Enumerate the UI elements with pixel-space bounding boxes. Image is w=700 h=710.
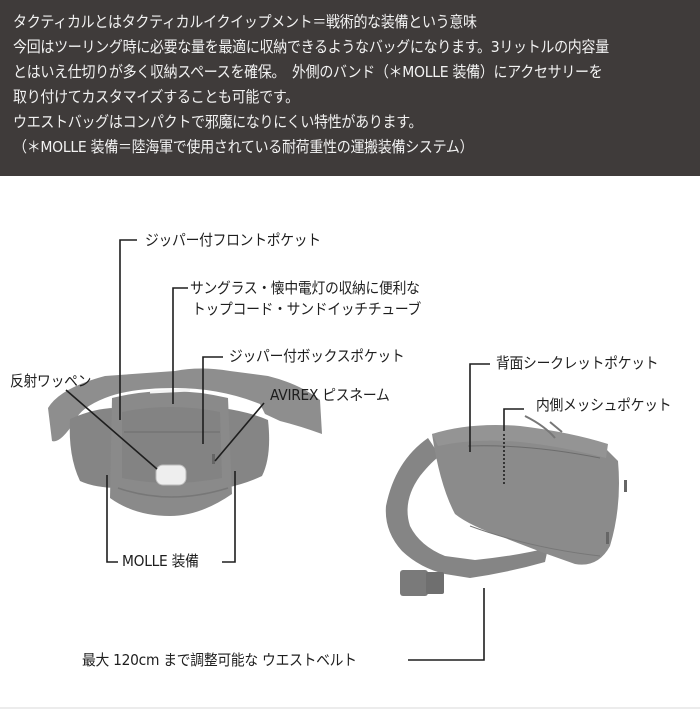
label-reflective-patch: 反射ワッペン (10, 372, 92, 390)
description-line-3: とはいえ仕切りが多く収納スペースを確保。 外側のバンド（＊MOLLE 装備）にア… (13, 63, 603, 81)
label-waist-belt: 最大 120cm まで調整可能な ウエストベルト (82, 651, 357, 669)
label-zipper-box-pocket: ジッパー付ボックスポケット (229, 347, 405, 365)
bottom-divider (0, 707, 700, 709)
label-avirex-name: AVIREX ピスネーム (270, 386, 390, 404)
label-zipper-front-pocket: ジッパー付フロントポケット (145, 231, 321, 249)
label-top-cord-line2: トップコード・サンドイッチチューブ (192, 300, 422, 318)
label-inner-mesh-pocket: 内側メッシュポケット (536, 396, 672, 414)
label-back-secret-pocket: 背面シークレットポケット (496, 354, 659, 372)
description-line-1: タクティカルとはタクティカルイクイップメント＝戦術的な装備という意味 (13, 13, 477, 31)
label-molle: MOLLE 装備 (122, 552, 199, 570)
product-description: タクティカルとはタクティカルイクイップメント＝戦術的な装備という意味 今回はツー… (0, 0, 700, 176)
back-leader-lines (408, 363, 524, 661)
front-leader-lines (65, 239, 265, 563)
front-bag-image (48, 368, 322, 516)
label-top-cord-line1: サングラス・懐中電灯の収納に便利な (190, 279, 420, 297)
feature-diagram: ジッパー付フロントポケット サングラス・懐中電灯の収納に便利な トップコード・サ… (0, 176, 700, 710)
back-bag-image (385, 415, 627, 596)
description-line-4: 取り付けてカスタマイズすることも可能です。 (13, 88, 299, 106)
description-line-6: （＊MOLLE 装備＝陸海軍で使用されている耐荷重性の運搬装備システム） (13, 138, 474, 156)
description-line-5: ウエストバッグはコンパクトで邪魔になりにくい特性があります。 (13, 113, 423, 131)
bag-illustrations (48, 239, 627, 661)
description-line-2: 今回はツーリング時に必要な量を最適に収納できるようなバッグになります。3リットル… (13, 38, 609, 56)
